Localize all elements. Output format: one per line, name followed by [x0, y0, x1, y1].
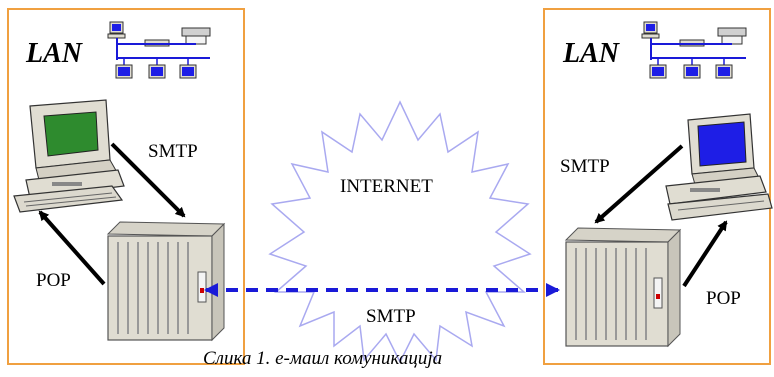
right-pop-label: POP — [706, 288, 741, 309]
left-lan-frame — [7, 8, 245, 365]
left-smtp-arrow — [110, 142, 186, 218]
left-lan-title: LAN — [25, 38, 84, 69]
mail-server-rack-icon — [106, 221, 226, 342]
right-pop-arrow — [682, 220, 728, 288]
right-smtp-arrow — [594, 144, 684, 224]
network-topology-icon — [641, 21, 747, 79]
left-pop-label: POP — [36, 270, 71, 291]
figure-caption: Слика 1. е-маил комуникација — [203, 348, 442, 369]
internet-label: INTERNET — [340, 176, 433, 197]
right-smtp-label: SMTP — [560, 156, 610, 177]
desktop-computer-icon — [13, 99, 125, 213]
network-topology-icon — [107, 21, 211, 79]
left-pop-arrow — [38, 210, 106, 286]
internet-smtp-label: SMTP — [366, 306, 416, 327]
right-lan-frame — [543, 8, 771, 365]
right-lan-title: LAN — [562, 38, 621, 69]
mail-server-rack-icon — [564, 227, 682, 348]
left-smtp-label: SMTP — [148, 141, 198, 162]
desktop-computer-icon — [665, 113, 773, 221]
internet-cloud — [268, 100, 532, 364]
